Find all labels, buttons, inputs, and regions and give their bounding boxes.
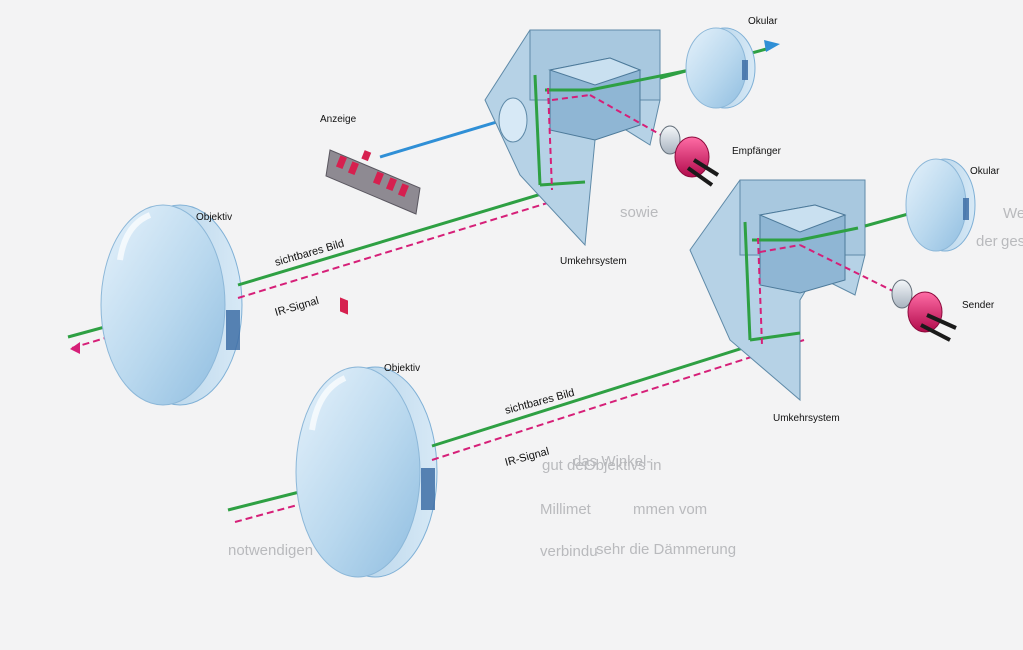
bg-text-6: Objektivs in xyxy=(584,457,662,474)
bg-text-2: ges xyxy=(1001,233,1023,250)
bg-text-8: verbindu xyxy=(540,543,598,560)
label-objektiv-bottom: Objektiv xyxy=(384,363,420,374)
label-ir-signal-top: IR-Signal xyxy=(274,295,321,319)
bg-text-1: We xyxy=(1003,205,1023,222)
label-okular-right: Okular xyxy=(970,166,1000,177)
bg-text-4: sowie xyxy=(620,204,658,221)
display-panel xyxy=(325,149,421,315)
output-arrow-top xyxy=(764,40,780,52)
bg-text-10: mmen vom xyxy=(633,501,707,518)
reversing-prism-bottom xyxy=(689,179,896,402)
ir-beam-bottom xyxy=(431,339,805,461)
background-text: We ges der sowie gut der Objektivs in Mi… xyxy=(228,204,1023,560)
bg-text-5: gut der xyxy=(542,457,589,474)
label-empfaenger: Empfänger xyxy=(732,146,782,157)
eyepiece-right xyxy=(905,158,976,252)
label-okular-top: Okular xyxy=(748,16,778,27)
label-anzeige: Anzeige xyxy=(320,114,357,125)
visible-beam-bottom xyxy=(431,328,801,448)
bg-text-12: notwendigen xyxy=(228,542,313,559)
visible-beam-top xyxy=(237,181,579,287)
display-beam xyxy=(379,116,511,159)
eyepiece-top xyxy=(685,27,756,109)
label-objektiv-top: Objektiv xyxy=(196,212,232,223)
label-umkehrsystem-bottom: Umkehrsystem xyxy=(773,413,840,424)
receiver-diode xyxy=(659,125,720,187)
ir-beam-top xyxy=(237,192,581,299)
objective-lens-top xyxy=(100,204,243,406)
bg-text-9: das Winkel- xyxy=(573,453,651,470)
label-sender: Sender xyxy=(962,300,995,311)
objective-lens-bottom xyxy=(295,366,438,578)
ir-arrow-top xyxy=(70,342,80,354)
bg-text-7: Millimet xyxy=(540,501,592,518)
bg-text-11: sehr die Dämmerung xyxy=(596,541,736,558)
bg-text-3: der xyxy=(976,233,998,250)
label-umkehrsystem-top: Umkehrsystem xyxy=(560,256,627,267)
reversing-prism-top xyxy=(484,29,691,247)
sender-diode xyxy=(891,279,957,342)
bottom-system: Okular Sender Objektiv Umkehrsystem sich… xyxy=(227,158,1000,578)
top-system: Okular Anzeige Empfänger Objektiv Umkehr… xyxy=(67,16,782,406)
